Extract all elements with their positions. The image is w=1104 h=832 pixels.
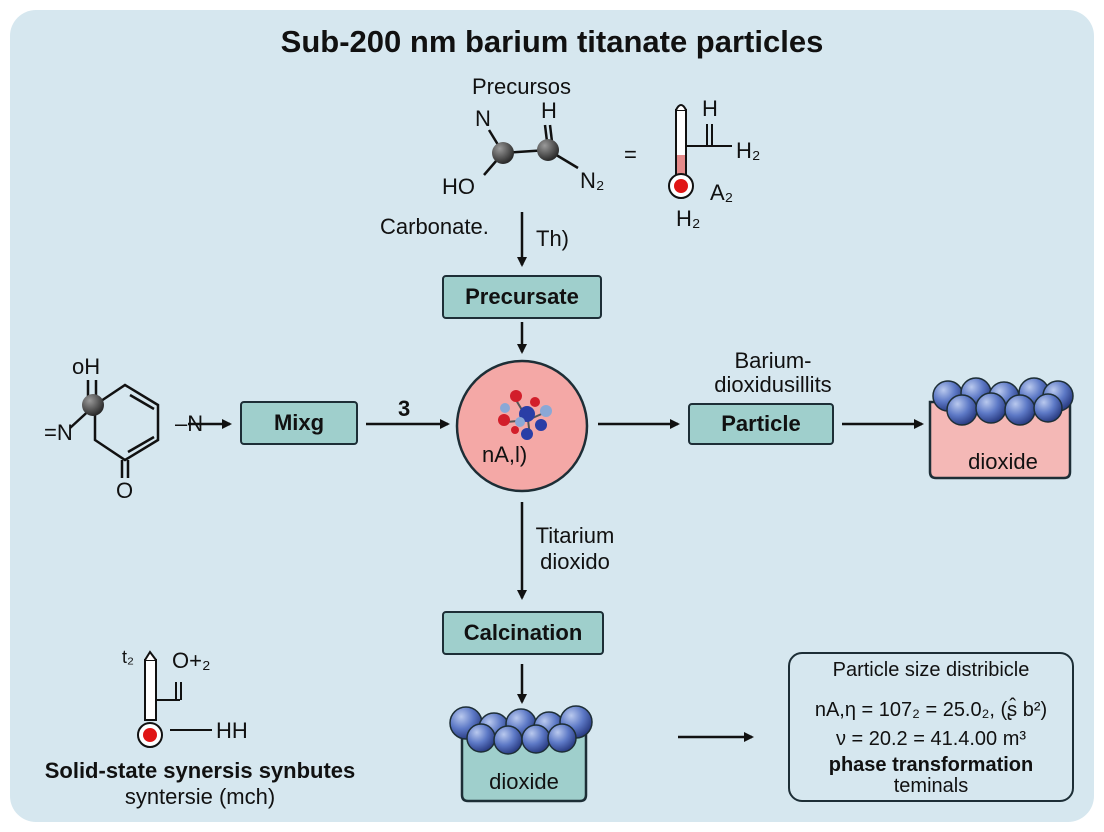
crystal-block-bottom bbox=[449, 705, 593, 803]
thermo2-hh: HH bbox=[216, 718, 248, 743]
molecule-cluster-icon bbox=[498, 390, 552, 440]
thermometer-icon-top bbox=[668, 104, 732, 199]
thermo-h: H bbox=[702, 96, 718, 121]
diagram-title: Sub-200 nm barium titanate particles bbox=[280, 24, 824, 59]
atom-n2: N₂ bbox=[580, 168, 605, 193]
thermo-h2-bottom: H₂ bbox=[676, 206, 701, 231]
barium-label: Barium- dioxidusillits bbox=[690, 349, 856, 397]
atom-n: N bbox=[475, 106, 491, 131]
solid-state-line1: Solid-state synersis synbutes bbox=[44, 758, 356, 783]
atom-ho: HO bbox=[442, 174, 475, 199]
info-line2: ν = 20.2 = 41.4.00 m³ bbox=[835, 728, 1027, 750]
arrow-label-3: 3 bbox=[398, 396, 411, 421]
info-line1: nA,η = 107₂ = 25.0₂, (ʂ̂ b²) bbox=[814, 699, 1048, 721]
particle-size-info-box bbox=[788, 652, 1074, 802]
titanium-label-line2: dioxido bbox=[540, 549, 610, 574]
crystal-bottom-label: dioxide bbox=[489, 769, 559, 794]
reaction-circle-label: nA,l) bbox=[482, 442, 528, 467]
thermo2-o2: O+₂ bbox=[172, 648, 211, 673]
ring-molecule-left bbox=[69, 380, 160, 478]
thermometer-icon-bottom bbox=[137, 650, 212, 748]
dash-n-label: –N bbox=[175, 411, 204, 436]
crystal-right-label: dioxide bbox=[968, 449, 1038, 474]
mixing-box: Mixg bbox=[240, 401, 358, 445]
crystal-block-right bbox=[928, 377, 1074, 480]
carbonate-label: Carbonate. bbox=[380, 214, 489, 239]
arrow-label-th: Th) bbox=[536, 226, 569, 251]
flow-arrows bbox=[188, 212, 924, 742]
thermo-h2: H₂ bbox=[736, 138, 761, 163]
thermo-a2: A₂ bbox=[710, 180, 734, 205]
thermo2-t2: t₂ bbox=[122, 647, 134, 667]
equals-sign: = bbox=[624, 142, 637, 167]
barium-label-line1: Barium- bbox=[734, 348, 812, 373]
titanium-label-line1: Titarium bbox=[535, 523, 615, 548]
ring-atom-o: O bbox=[116, 478, 134, 503]
ring-atom-n: =N bbox=[44, 420, 73, 445]
atom-h: H bbox=[541, 98, 557, 123]
titanium-label: Titarium dioxido bbox=[500, 523, 650, 575]
solid-state-caption: Solid-state synersis synbutes syntersie … bbox=[20, 758, 380, 810]
solid-state-line2: syntersie (mch) bbox=[124, 784, 276, 809]
reaction-circle bbox=[455, 359, 589, 493]
particle-box: Particle bbox=[688, 403, 834, 445]
ring-atom-oh: oH bbox=[72, 354, 101, 379]
precursor-molecule-top bbox=[483, 124, 579, 176]
info-title: Particle size distribicle bbox=[832, 659, 1030, 681]
calcination-box: Calcination bbox=[442, 611, 604, 655]
precursors-label: Precursos bbox=[472, 74, 572, 99]
info-line4: teminals bbox=[893, 775, 969, 797]
info-line3: phase transformation bbox=[828, 754, 1034, 776]
precursate-box: Precursate bbox=[442, 275, 602, 319]
barium-label-line2: dioxidusillits bbox=[714, 372, 832, 397]
